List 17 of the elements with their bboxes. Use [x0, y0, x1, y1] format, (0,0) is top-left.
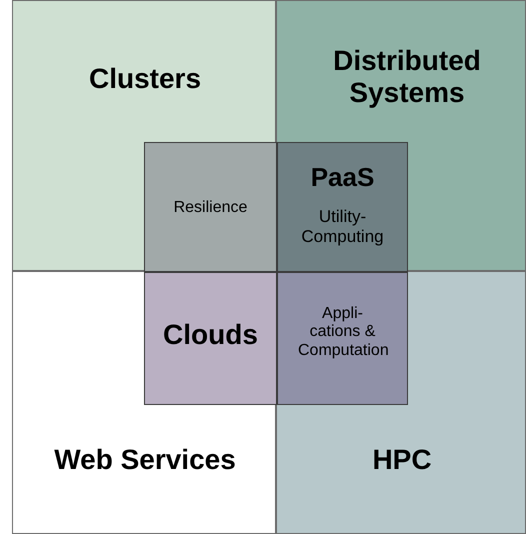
overlap-region — [144, 272, 277, 405]
overlap-region — [144, 142, 277, 272]
overlap-region — [277, 272, 408, 405]
region-label: Appli-cations & Computation — [298, 305, 387, 360]
region-label: Resilience — [172, 199, 248, 218]
overlap-region — [277, 142, 408, 272]
region-title: Clusters — [88, 63, 202, 96]
quadrant-region — [276, 0, 526, 271]
quadrant-region — [276, 271, 526, 534]
region-title: Clouds — [162, 319, 259, 352]
quadrant-region — [12, 271, 276, 534]
region-title: HPC — [371, 444, 433, 476]
region-title: Distributed Systems — [332, 45, 482, 110]
quadrant-region — [12, 0, 276, 271]
region-title: PaaS — [310, 163, 376, 193]
region-title: Web Services — [53, 444, 237, 476]
region-label: Utility-Computing — [300, 207, 385, 246]
